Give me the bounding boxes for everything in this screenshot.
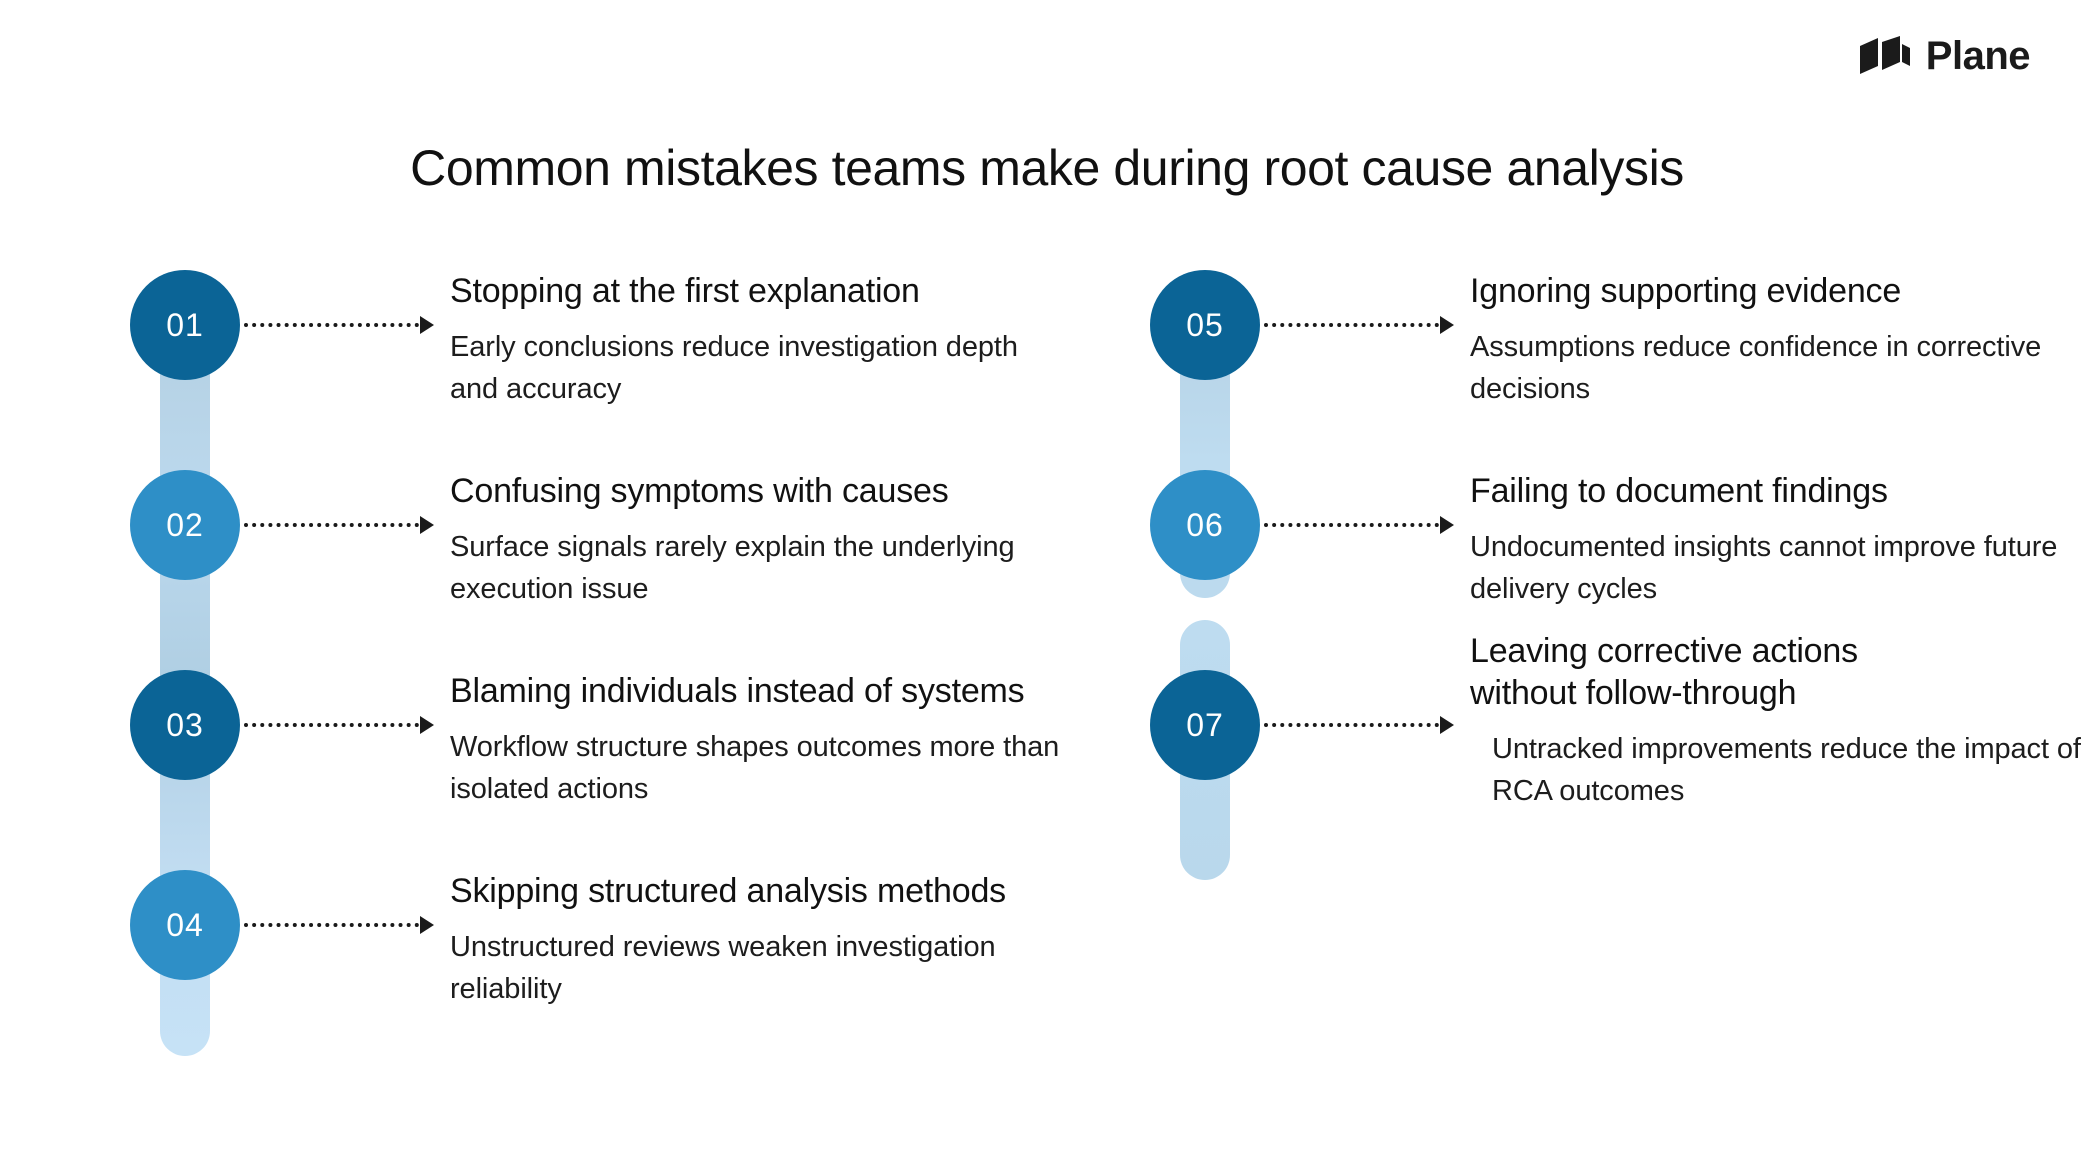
timeline-node-02: 02 bbox=[130, 470, 240, 580]
plane-logo-icon bbox=[1859, 36, 1910, 74]
timeline-node-number: 04 bbox=[166, 906, 204, 943]
timeline-node-number: 06 bbox=[1186, 506, 1224, 543]
connector-arrow-06 bbox=[1264, 516, 1454, 534]
timeline-node-05: 05 bbox=[1150, 270, 1260, 380]
timeline-node-01: 01 bbox=[130, 270, 240, 380]
timeline-column-right: 05 Ignoring supporting evidence Assumpti… bbox=[1140, 270, 2081, 1100]
timeline-content-02: Confusing symptoms with causes Surface s… bbox=[450, 470, 1070, 610]
arrow-head-icon bbox=[1440, 716, 1454, 734]
item-heading: Ignoring supporting evidence bbox=[1470, 272, 1902, 310]
item-heading: Leaving corrective actions without follo… bbox=[1470, 632, 1858, 713]
arrow-head-icon bbox=[1440, 316, 1454, 334]
dotted-line-icon bbox=[1264, 723, 1439, 727]
timeline-content-06: Failing to document findings Undocumente… bbox=[1470, 470, 2090, 610]
timeline-content-05: Ignoring supporting evidence Assumptions… bbox=[1470, 270, 2090, 410]
connector-arrow-03 bbox=[244, 716, 434, 734]
timeline-node-07: 07 bbox=[1150, 670, 1260, 780]
arrow-head-icon bbox=[1440, 516, 1454, 534]
item-heading: Failing to document findings bbox=[1470, 472, 1888, 510]
dotted-line-icon bbox=[1264, 323, 1439, 327]
connector-arrow-01 bbox=[244, 316, 434, 334]
timeline-columns: 01 Stopping at the first explanation Ear… bbox=[0, 270, 2094, 1100]
item-description: Workflow structure shapes outcomes more … bbox=[450, 731, 1060, 806]
item-description: Unstructured reviews weaken investigatio… bbox=[450, 931, 996, 1006]
timeline-node-number: 01 bbox=[166, 306, 204, 343]
item-description: Undocumented insights cannot improve fut… bbox=[1470, 531, 2058, 606]
dotted-line-icon bbox=[244, 323, 419, 327]
timeline-content-01: Stopping at the first explanation Early … bbox=[450, 270, 1070, 410]
item-description: Assumptions reduce confidence in correct… bbox=[1470, 331, 2042, 406]
brand-logo: Plane bbox=[1858, 34, 2031, 78]
timeline-node-number: 02 bbox=[166, 506, 204, 543]
arrow-head-icon bbox=[420, 316, 434, 334]
timeline-node-number: 07 bbox=[1186, 706, 1224, 743]
timeline-node-04: 04 bbox=[130, 870, 240, 980]
item-heading: Blaming individuals instead of systems bbox=[450, 672, 1025, 710]
connector-arrow-07 bbox=[1264, 716, 1454, 734]
timeline-node-number: 03 bbox=[166, 706, 204, 743]
item-heading: Skipping structured analysis methods bbox=[450, 872, 1006, 910]
arrow-head-icon bbox=[420, 716, 434, 734]
timeline-node-06: 06 bbox=[1150, 470, 1260, 580]
timeline-column-left: 01 Stopping at the first explanation Ear… bbox=[120, 270, 1080, 1100]
timeline-node-number: 05 bbox=[1186, 306, 1224, 343]
timeline-content-04: Skipping structured analysis methods Uns… bbox=[450, 870, 1070, 1010]
timeline-content-07: Leaving corrective actions without follo… bbox=[1470, 630, 2090, 812]
connector-arrow-04 bbox=[244, 916, 434, 934]
item-description: Early conclusions reduce investigation d… bbox=[450, 331, 1018, 406]
arrow-head-icon bbox=[420, 516, 434, 534]
item-description: Untracked improvements reduce the impact… bbox=[1492, 733, 2081, 808]
dotted-line-icon bbox=[1264, 523, 1439, 527]
dotted-line-icon bbox=[244, 723, 419, 727]
timeline-content-03: Blaming individuals instead of systems W… bbox=[450, 670, 1070, 810]
item-description: Surface signals rarely explain the under… bbox=[450, 531, 1015, 606]
timeline-node-03: 03 bbox=[130, 670, 240, 780]
brand-name: Plane bbox=[1925, 34, 2031, 78]
connector-arrow-05 bbox=[1264, 316, 1454, 334]
page-title: Common mistakes teams make during root c… bbox=[410, 140, 1684, 196]
item-heading: Confusing symptoms with causes bbox=[450, 472, 949, 510]
arrow-head-icon bbox=[420, 916, 434, 934]
dotted-line-icon bbox=[244, 923, 419, 927]
item-heading: Stopping at the first explanation bbox=[450, 272, 920, 310]
dotted-line-icon bbox=[244, 523, 419, 527]
connector-arrow-02 bbox=[244, 516, 434, 534]
